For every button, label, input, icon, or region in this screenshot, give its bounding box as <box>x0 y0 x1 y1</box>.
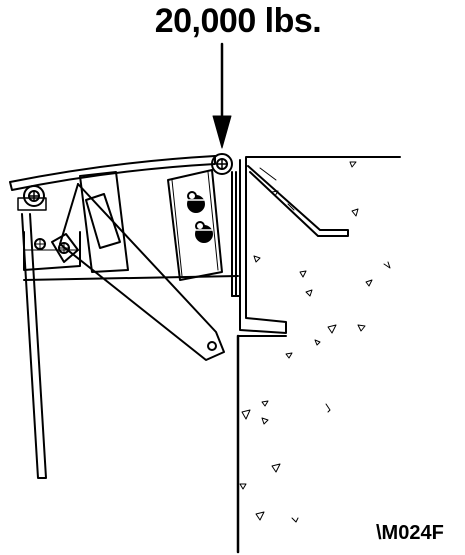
support-arm <box>60 184 224 360</box>
lug-block <box>80 172 128 272</box>
mounting-plate <box>168 170 222 280</box>
bolt-plate-left <box>35 234 78 262</box>
concrete-aggregate <box>240 162 390 522</box>
deck-plate <box>10 156 215 190</box>
lip-plate <box>22 214 46 478</box>
mounting-bolt-upper <box>188 192 204 212</box>
mounting-bolt-lower <box>196 222 212 242</box>
lip-hinge <box>18 186 46 210</box>
load-label: 20,000 lbs. <box>154 2 322 40</box>
figure-code: \M024F <box>376 522 444 544</box>
curb-angle-channel <box>232 157 348 333</box>
hinge-pin <box>212 154 232 174</box>
load-arrow <box>213 44 231 148</box>
concrete-dock-wall <box>238 157 400 552</box>
